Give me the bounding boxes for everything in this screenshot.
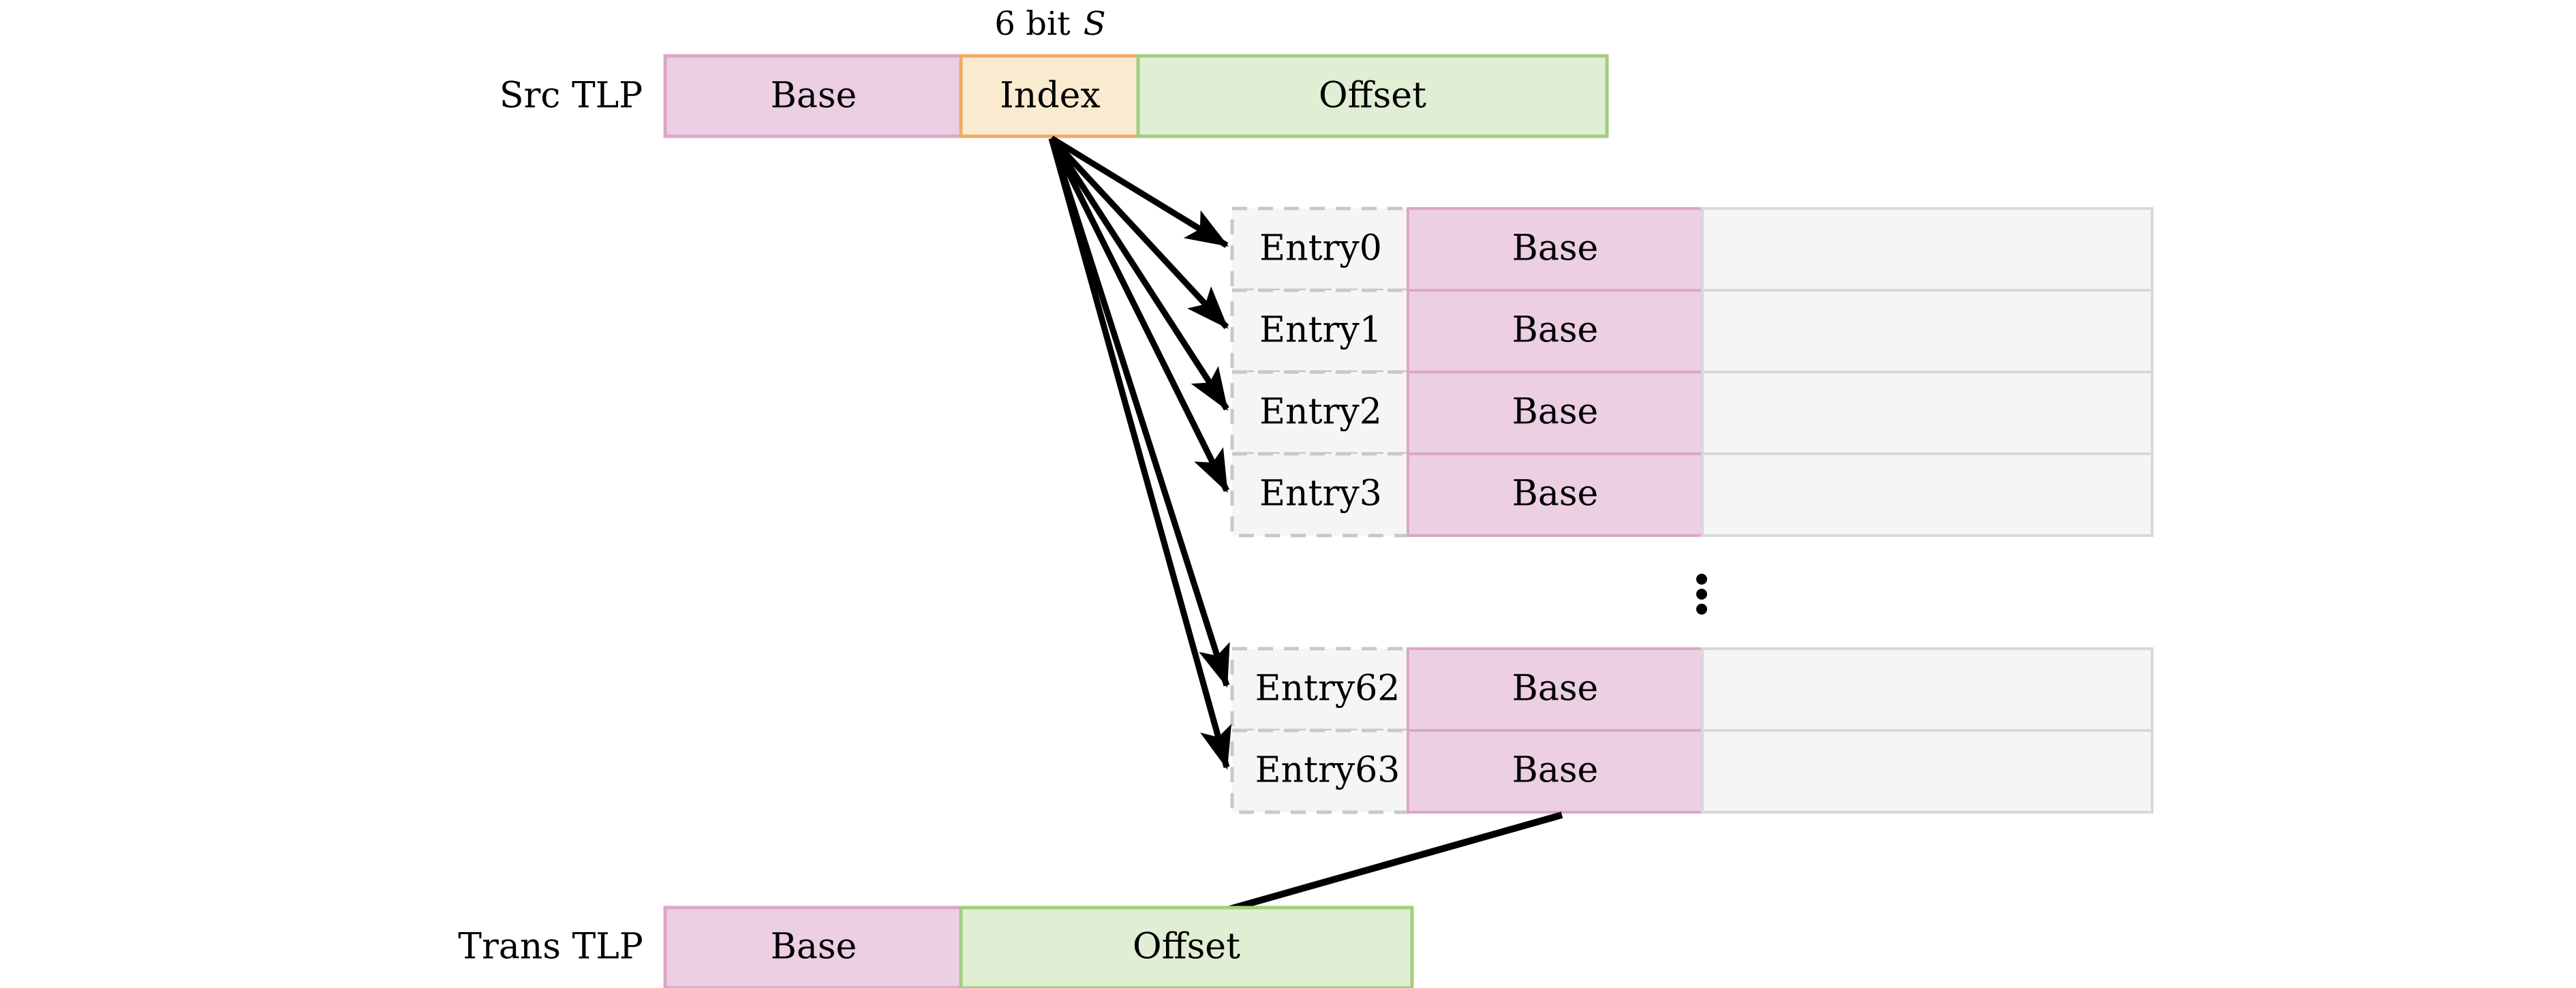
src-tlp-field-index[interactable]: Index xyxy=(959,54,1141,138)
trans-tlp-row: Trans TLP Base Offset xyxy=(458,906,1414,988)
trans-tlp-offset-label: Offset xyxy=(1133,927,1240,968)
table-entry-label: Entry0 xyxy=(1259,228,1382,269)
table-row[interactable]: Entry63 Base xyxy=(1230,728,2153,814)
translation-table-bottom-block: Entry62 Base Entry63 Base xyxy=(1230,647,2153,814)
table-base-label: Base xyxy=(1512,750,1599,791)
table-entry-label: Entry2 xyxy=(1259,392,1382,433)
table-blank-cell xyxy=(1701,207,2153,292)
table-entry-label: Entry62 xyxy=(1255,668,1400,709)
table-row[interactable]: Entry3 Base xyxy=(1230,452,2153,538)
table-entry-cell xyxy=(1230,370,1411,456)
table-base-label: Base xyxy=(1512,474,1599,514)
trans-tlp-offset-rect xyxy=(959,906,1414,988)
table-row[interactable]: Entry0 Base xyxy=(1230,206,2153,292)
ellipsis-dot xyxy=(1696,604,1707,615)
trans-tlp-label: Trans TLP xyxy=(458,927,643,968)
bit-symbol-text: S xyxy=(1084,5,1106,43)
translation-table-top-block: Entry0 Base Entry1 Base Entry2 Base xyxy=(1230,206,2153,538)
arrow-index-to-entry0 xyxy=(1049,136,1229,248)
src-tlp-field-offset[interactable]: Offset xyxy=(1136,54,1609,138)
trans-tlp-field-base[interactable]: Base xyxy=(663,906,964,988)
trans-tlp-base-rect xyxy=(663,906,964,988)
table-entry-label: Entry3 xyxy=(1259,474,1382,514)
table-blank-cell xyxy=(1701,371,2153,455)
trans-tlp-base-label: Base xyxy=(771,927,857,968)
table-blank-cell xyxy=(1701,729,2153,814)
table-base-label: Base xyxy=(1512,392,1599,433)
src-tlp-offset-label: Offset xyxy=(1319,76,1426,117)
table-entry-cell xyxy=(1230,452,1411,538)
arrow-index-to-entry63 xyxy=(1048,137,1232,770)
table-entry-cell xyxy=(1230,728,1411,814)
src-tlp-row: Src TLP Base Index Offset 6 bit S xyxy=(500,5,1609,138)
arrow-index-to-entry62 xyxy=(1048,137,1230,688)
src-tlp-index-label: Index xyxy=(1000,76,1100,117)
bit-width-annotation-text: 6 bit S xyxy=(994,5,1105,43)
bit-count-text: 6 bit xyxy=(994,5,1070,43)
table-blank-cell xyxy=(1701,289,2153,373)
table-row[interactable]: Entry62 Base xyxy=(1230,647,2153,732)
table-base-label: Base xyxy=(1512,668,1599,709)
src-tlp-index-rect xyxy=(959,54,1141,138)
table-entry-cell xyxy=(1230,288,1411,374)
trans-tlp-field-offset[interactable]: Offset xyxy=(959,906,1414,988)
table-base-label: Base xyxy=(1512,228,1599,269)
table-row[interactable]: Entry1 Base xyxy=(1230,288,2153,374)
table-base-label: Base xyxy=(1512,310,1599,351)
table-entry-label: Entry63 xyxy=(1255,750,1400,791)
arrow-index-to-entry2 xyxy=(1049,136,1229,412)
table-blank-cell xyxy=(1701,452,2153,537)
arrow-index-to-entry3 xyxy=(1048,136,1230,493)
table-row[interactable]: Entry2 Base xyxy=(1230,370,2153,456)
table-blank-cell xyxy=(1701,647,2153,732)
src-tlp-base-label: Base xyxy=(771,76,857,117)
ellipsis-dot xyxy=(1696,574,1707,585)
table-entry-cell xyxy=(1230,647,1411,732)
src-tlp-offset-rect xyxy=(1136,54,1609,138)
table-entry-label: Entry1 xyxy=(1259,310,1382,351)
src-tlp-label: Src TLP xyxy=(500,76,643,117)
bit-width-annotation: 6 bit S xyxy=(994,5,1105,43)
ellipsis-dot xyxy=(1696,589,1707,600)
arrow-index-to-entry1 xyxy=(1049,136,1229,330)
index-to-entry-arrows xyxy=(1048,136,1232,770)
src-tlp-base-rect xyxy=(663,54,964,138)
table-vertical-ellipsis xyxy=(1696,574,1707,615)
src-tlp-field-base[interactable]: Base xyxy=(663,54,964,138)
